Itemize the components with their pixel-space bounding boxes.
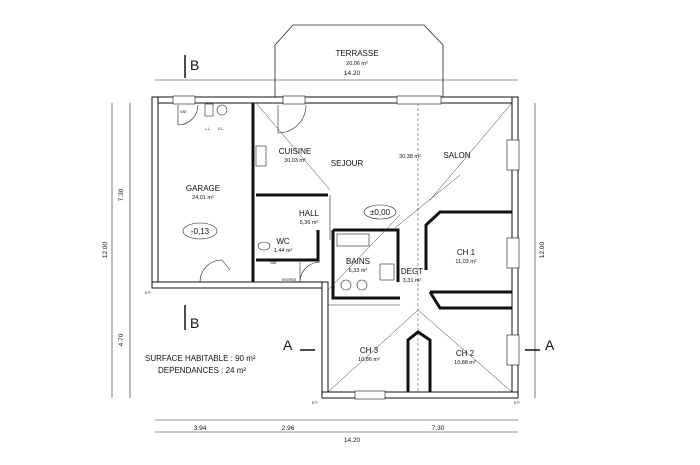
wall-bains-left [331,230,400,300]
room-salon-label: SALON [443,151,470,160]
vae-label-2: VAE [270,261,277,265]
room-ch1-area: 11,03 m² [455,259,476,265]
window-ch3 [354,390,386,400]
washing-machine [216,104,228,116]
ll-label: L.L. [205,127,211,131]
window-ch2 [506,334,520,366]
dependances: DEPENDANCES : 24 m² [158,366,246,375]
wall-ch2-ch3 [406,330,432,392]
sink-left [340,279,352,291]
room-degt-area: 3,31 m² [403,278,422,284]
roof-hip-lines [255,102,513,393]
room-cuisine-area: 30,03 m² [284,158,306,164]
room-degt-label: DEGT [401,267,423,276]
section-b-top: B [190,57,199,73]
room-bains-label: BAINS [346,257,370,266]
sl-label: S.L. [218,127,224,131]
door-garage [177,104,199,126]
level-house: ±0,00 [370,208,391,217]
door-garage-main [199,259,231,283]
room-hall-label: HALL [299,209,320,218]
top-dimension: 14.20 [344,70,361,77]
bottom-dim-total: 14.20 [344,437,361,444]
section-a-left: A [283,337,293,353]
level-garage: -0,13 [191,227,210,236]
entree-label: ENTREE [282,278,297,282]
wall-garage-left [151,96,159,289]
toilet [257,241,271,251]
left-dim-upper: 7.30 [118,188,125,201]
wall-ch2-top [428,291,512,310]
surface-habitable: SURFACE HABITABLE : 90 m² [145,354,256,363]
left-dim-total: 12.00 [102,241,109,258]
room-ch2-label: CH 2 [456,349,475,358]
room-bains-area: 6,33 m² [349,268,368,274]
ep-label-1: E.P. [145,291,151,295]
bottom-dim-1: 3.94 [194,425,207,432]
section-a-right: A [545,337,555,353]
level-garage-ellipse [182,222,218,240]
room-ch3-label: CH 3 [360,346,379,355]
room-ch3-area: 10,86 m² [358,357,380,363]
door-kitchen [277,104,307,134]
wall-garage-bottom [151,281,329,289]
section-b-bottom: B [190,315,199,331]
window-salon-right [506,139,520,171]
room-hall-area: 5,36 m² [300,220,319,226]
window-kitchen [282,95,306,105]
right-dim-total: 12.00 [539,241,546,258]
wall-bains [333,228,400,282]
wall-left-bedrooms [321,281,329,399]
bathtub [336,233,370,247]
room-cuisine-label: CUISINE [279,147,311,156]
room-wc-area: 1,44 m² [274,248,293,254]
room-garage-area: 24,01 m² [192,195,214,201]
level-house-ellipse [363,204,397,220]
room-sejour-label: SEJOUR [331,159,364,168]
bottom-dim-2: 2.96 [282,425,295,432]
window-ch1 [506,237,520,269]
terrace-label: TERRASSE [335,49,378,58]
bottom-dim-3: 7.30 [432,425,445,432]
shower [379,263,395,281]
room-garage-label: GARAGE [186,184,220,193]
vae-label: VAE [180,110,187,114]
wall-ch1 [424,210,512,294]
room-ch1-label: CH 1 [457,248,476,257]
wall-wc [256,230,320,262]
room-salon-area: 30,38 m² [399,154,421,160]
window-garage [172,95,196,105]
door-entry [299,261,321,283]
ep-label-3: E.P. [514,401,520,405]
left-dim-lower: 4.70 [118,333,125,346]
terrace-area: 20,06 m² [346,61,368,67]
sink-right [356,279,368,291]
wall-top [151,96,519,104]
room-wc-label: WC [276,237,290,246]
room-ch2-area: 10,88 m² [454,360,476,366]
kitchen-sink [255,145,267,167]
laundry-unit [204,103,214,117]
ep-label-2: E.P. [312,401,318,405]
wall-bottom [321,391,519,399]
window-salon [396,95,442,105]
